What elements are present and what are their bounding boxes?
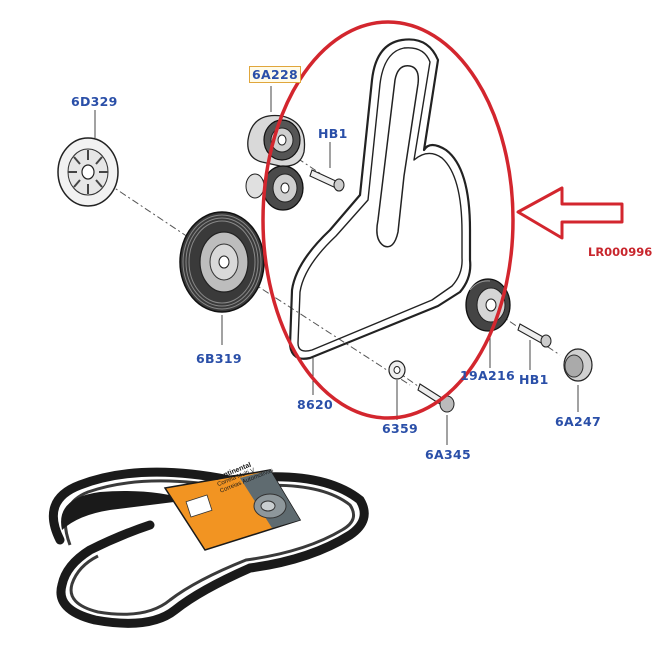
label-19a216: 19A216	[460, 368, 515, 383]
bolt-hb1-top	[309, 169, 345, 192]
pulley-6d329	[57, 137, 119, 207]
reference-code: LR000996	[588, 245, 653, 259]
pulley-6b319	[179, 211, 265, 313]
label-6a345: 6A345	[425, 447, 471, 462]
cap-6a247	[563, 348, 593, 382]
leader-lines	[94, 86, 579, 445]
label-hb1-right: HB1	[519, 372, 549, 387]
bolt-hb1-right	[517, 323, 552, 348]
idler-19a216	[465, 278, 511, 332]
pointer-arrow-icon	[516, 186, 624, 240]
washer-6359	[388, 360, 406, 380]
label-hb1-top: HB1	[318, 126, 348, 141]
label-6b319: 6B319	[196, 351, 242, 366]
label-6a247: 6A247	[555, 414, 601, 429]
label-6d329: 6D329	[71, 94, 118, 109]
belt-product-photo	[48, 467, 369, 628]
label-8620: 8620	[297, 397, 333, 412]
bolt-6a345	[417, 383, 455, 413]
belt-8620-outline	[288, 38, 472, 360]
label-6359: 6359	[382, 421, 418, 436]
belt-highlight-ellipse	[261, 20, 515, 420]
label-6a228: 6A228	[249, 66, 301, 83]
